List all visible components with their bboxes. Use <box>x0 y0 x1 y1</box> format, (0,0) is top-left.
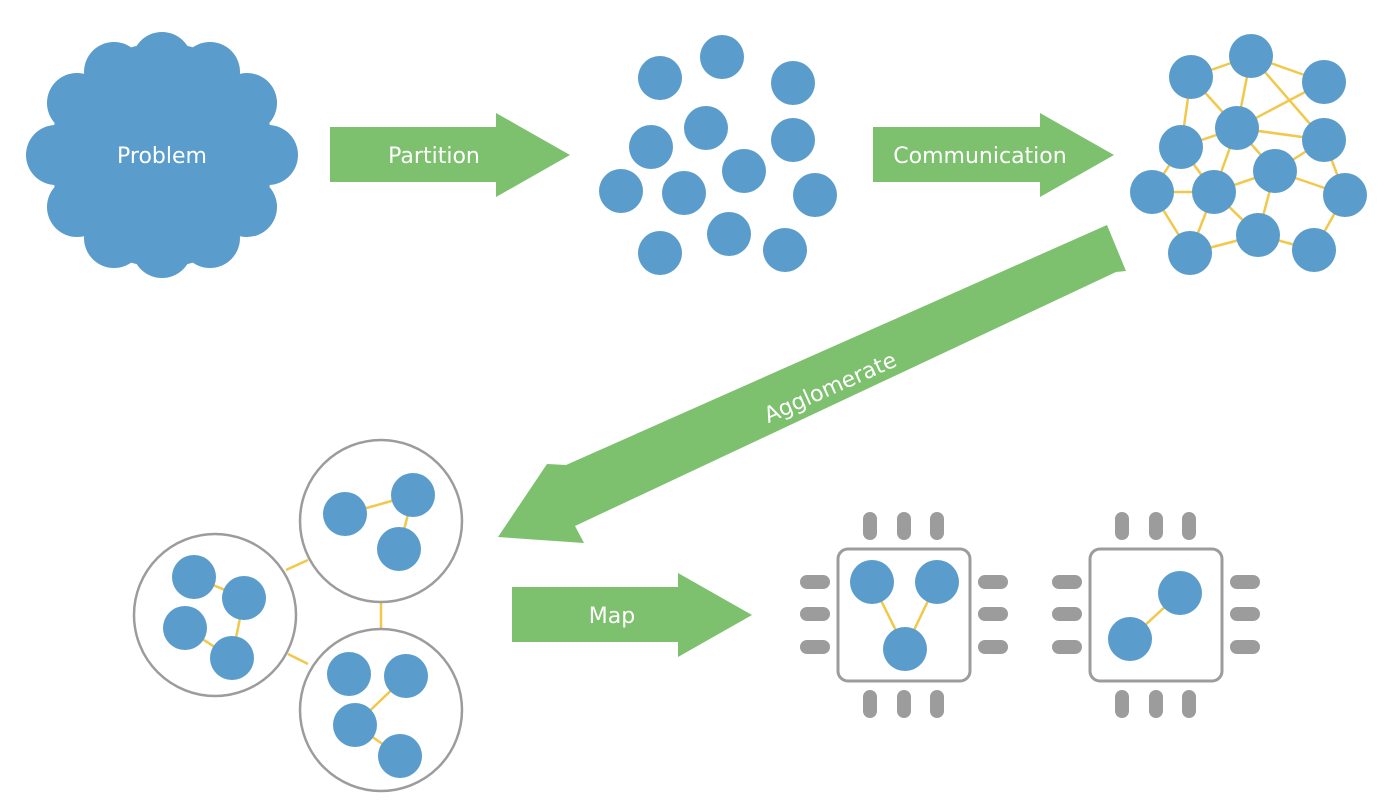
node <box>771 61 815 105</box>
node <box>172 555 216 599</box>
map-label: Map <box>589 604 635 629</box>
problem-label: Problem <box>117 144 207 169</box>
node <box>883 627 927 671</box>
node <box>384 654 428 698</box>
node <box>1130 170 1174 214</box>
processor-chip <box>800 512 1008 718</box>
node <box>915 560 959 604</box>
node <box>1159 125 1203 169</box>
node <box>327 652 371 696</box>
node <box>210 636 254 680</box>
node <box>1323 173 1367 217</box>
node <box>700 35 744 79</box>
communication-nodes <box>1130 34 1367 275</box>
node <box>662 171 706 215</box>
node <box>333 703 377 747</box>
problem-cloud <box>26 32 298 278</box>
node <box>1302 60 1346 104</box>
partition-arrow <box>330 113 570 197</box>
node <box>1229 34 1273 78</box>
group-links <box>285 558 383 666</box>
communication-arrow <box>873 113 1114 197</box>
node <box>391 473 435 517</box>
processor-chip <box>1052 512 1260 718</box>
node <box>629 125 673 169</box>
node <box>763 228 807 272</box>
node <box>1192 170 1236 214</box>
node <box>1108 617 1152 661</box>
node <box>1215 106 1259 150</box>
chip-pins <box>1052 512 1260 718</box>
node <box>1292 228 1336 272</box>
node <box>163 606 207 650</box>
partition-label: Partition <box>388 144 480 169</box>
node <box>1169 55 1213 99</box>
node <box>222 576 266 620</box>
communication-label: Communication <box>893 144 1066 169</box>
node <box>850 560 894 604</box>
group-nodes <box>163 473 435 778</box>
node <box>1253 149 1297 193</box>
chip-pins <box>800 512 1008 718</box>
node <box>638 56 682 100</box>
node <box>1168 231 1212 275</box>
node <box>599 169 643 213</box>
partition-nodes <box>599 35 837 275</box>
agglomerate-arrow <box>498 225 1126 543</box>
node <box>638 231 682 275</box>
node <box>1302 118 1346 162</box>
node <box>684 106 728 150</box>
node <box>1236 213 1280 257</box>
node <box>707 212 751 256</box>
node <box>771 118 815 162</box>
node <box>793 173 837 217</box>
node <box>722 149 766 193</box>
node <box>323 492 367 536</box>
node <box>378 734 422 778</box>
map-arrow <box>512 573 752 657</box>
node <box>1158 571 1202 615</box>
node <box>377 527 421 571</box>
